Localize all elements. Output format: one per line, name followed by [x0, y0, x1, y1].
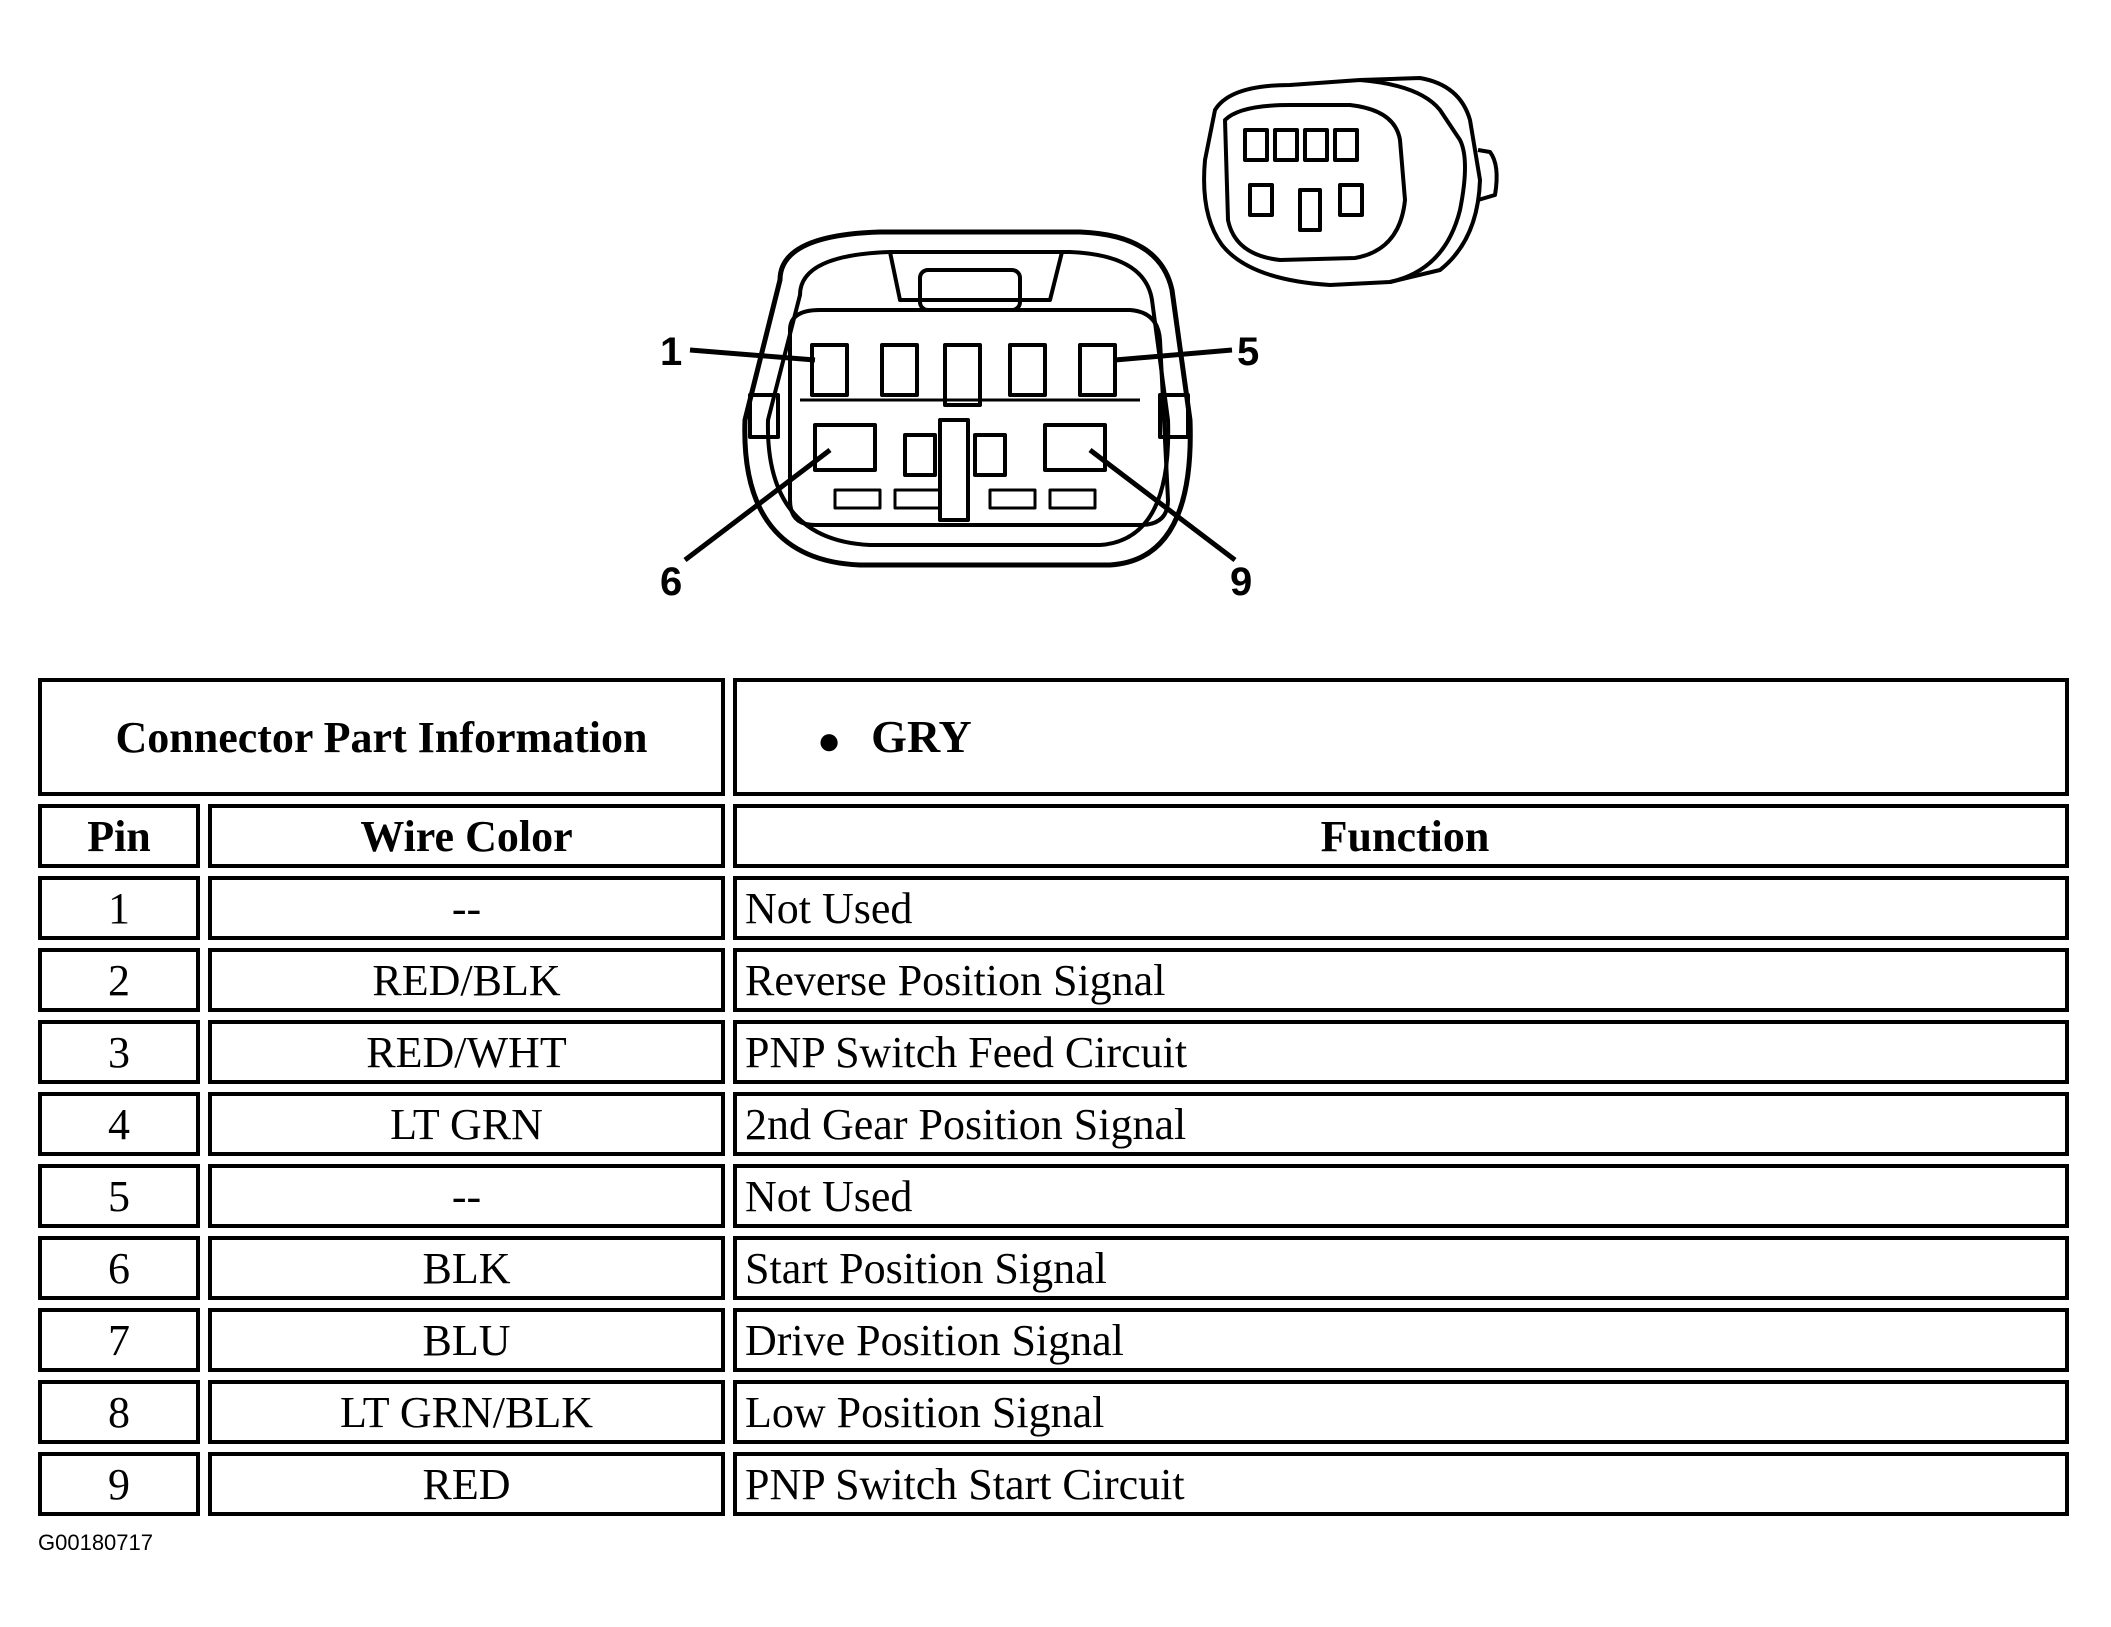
- table-row: 4 LT GRN 2nd Gear Position Signal: [38, 1092, 2069, 1156]
- wire-color-cell: RED/WHT: [208, 1020, 725, 1084]
- connector-diagram: 1 5 6 9: [660, 76, 1499, 604]
- function-cell: Not Used: [733, 876, 2069, 940]
- callout-pin-6: 6: [660, 560, 682, 604]
- wire-color-cell: LT GRN: [208, 1092, 725, 1156]
- table-row: 5 -- Not Used: [38, 1164, 2069, 1228]
- function-cell: Drive Position Signal: [733, 1308, 2069, 1372]
- pin-cell: 1: [38, 876, 200, 940]
- pin-cell: 8: [38, 1380, 200, 1444]
- pin-cell: 7: [38, 1308, 200, 1372]
- wire-color-cell: --: [208, 876, 725, 940]
- table-row: 9 RED PNP Switch Start Circuit: [38, 1452, 2069, 1516]
- part-info-item: GRY: [871, 710, 972, 762]
- connector-face: [742, 229, 1193, 568]
- wire-color-cell: RED: [208, 1452, 725, 1516]
- pin-cell: 5: [38, 1164, 200, 1228]
- pin-cell: 9: [38, 1452, 200, 1516]
- part-info-label: Connector Part Information: [38, 678, 725, 796]
- pin-cell: 4: [38, 1092, 200, 1156]
- table-row: 2 RED/BLK Reverse Position Signal: [38, 948, 2069, 1012]
- table-row: 1 -- Not Used: [38, 876, 2069, 940]
- connector-pinout-table: Connector Part Information ● GRY Pin Wire…: [30, 670, 2077, 1524]
- column-header-function: Function: [733, 804, 2069, 868]
- function-cell: Start Position Signal: [733, 1236, 2069, 1300]
- callout-pin-1: 1: [660, 330, 682, 374]
- function-cell: Not Used: [733, 1164, 2069, 1228]
- column-header-wire-color: Wire Color: [208, 804, 725, 868]
- wire-color-cell: BLK: [208, 1236, 725, 1300]
- part-info-row: Connector Part Information ● GRY: [38, 678, 2069, 796]
- pin-cell: 2: [38, 948, 200, 1012]
- bullet-icon: ●: [817, 718, 842, 764]
- column-header-pin: Pin: [38, 804, 200, 868]
- table-row: 3 RED/WHT PNP Switch Feed Circuit: [38, 1020, 2069, 1084]
- pin-cell: 3: [38, 1020, 200, 1084]
- wire-color-cell: RED/BLK: [208, 948, 725, 1012]
- callout-pin-5: 5: [1237, 330, 1259, 374]
- function-cell: PNP Switch Feed Circuit: [733, 1020, 2069, 1084]
- wire-color-cell: BLU: [208, 1308, 725, 1372]
- pin-cell: 6: [38, 1236, 200, 1300]
- wire-color-cell: --: [208, 1164, 725, 1228]
- function-cell: PNP Switch Start Circuit: [733, 1452, 2069, 1516]
- function-cell: Low Position Signal: [733, 1380, 2069, 1444]
- table-row: 8 LT GRN/BLK Low Position Signal: [38, 1380, 2069, 1444]
- function-cell: 2nd Gear Position Signal: [733, 1092, 2069, 1156]
- figure-id: G00180717: [38, 1530, 153, 1555]
- column-header-row: Pin Wire Color Function: [38, 804, 2069, 868]
- callout-pin-9: 9: [1230, 560, 1252, 604]
- connector-perspective-view: [1202, 76, 1499, 287]
- wire-color-cell: LT GRN/BLK: [208, 1380, 725, 1444]
- table-row: 7 BLU Drive Position Signal: [38, 1308, 2069, 1372]
- function-cell: Reverse Position Signal: [733, 948, 2069, 1012]
- part-info-value: ● GRY: [733, 678, 2069, 796]
- table-row: 6 BLK Start Position Signal: [38, 1236, 2069, 1300]
